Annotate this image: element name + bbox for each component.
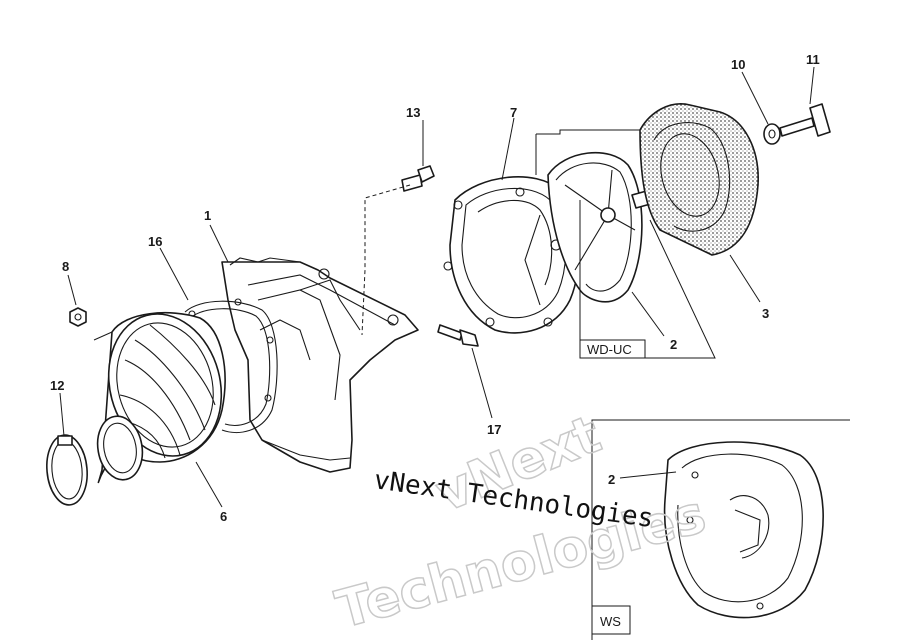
callout-2: 2 <box>670 337 677 352</box>
part-frame <box>443 176 580 334</box>
part-housing <box>221 257 419 473</box>
callout-16: 16 <box>148 234 162 249</box>
callout-11: 11 <box>806 52 820 67</box>
part-screw-13 <box>401 165 435 192</box>
callout-1: 1 <box>204 208 211 223</box>
ws-label: WS <box>600 614 621 629</box>
callout-7: 7 <box>510 105 517 120</box>
alignment-dashed-line <box>361 184 411 336</box>
part-bolt-17 <box>437 324 479 347</box>
callout-3: 3 <box>762 306 769 321</box>
wd-uc-label-box <box>579 339 646 359</box>
ws-label-box <box>591 605 631 635</box>
callout-17: 17 <box>487 422 501 437</box>
part-nut <box>69 307 87 327</box>
callout-13: 13 <box>406 105 420 120</box>
callout-8: 8 <box>62 259 69 274</box>
callout-10: 10 <box>731 57 745 72</box>
callout-numbers: 1 2 3 6 7 8 10 11 12 13 16 17 2 <box>50 52 820 524</box>
part-clamp <box>46 434 88 506</box>
part-cover <box>639 103 759 256</box>
wd-uc-bracket: WD-UC <box>535 129 716 359</box>
part-washer <box>763 123 781 145</box>
callout-6: 6 <box>220 509 227 524</box>
part-nozzle <box>96 311 226 484</box>
part-ws-nozzle <box>663 441 824 619</box>
leader-lines <box>59 66 815 508</box>
callout-12: 12 <box>50 378 64 393</box>
watermark: vNext Technologies vNext Technologies <box>329 404 712 640</box>
wd-uc-label: WD-UC <box>587 342 632 357</box>
ws-variant-frame: WS <box>591 419 850 640</box>
part-gasket <box>184 298 278 433</box>
part-drain-bolt <box>779 103 831 137</box>
callout-2-ws: 2 <box>608 472 615 487</box>
